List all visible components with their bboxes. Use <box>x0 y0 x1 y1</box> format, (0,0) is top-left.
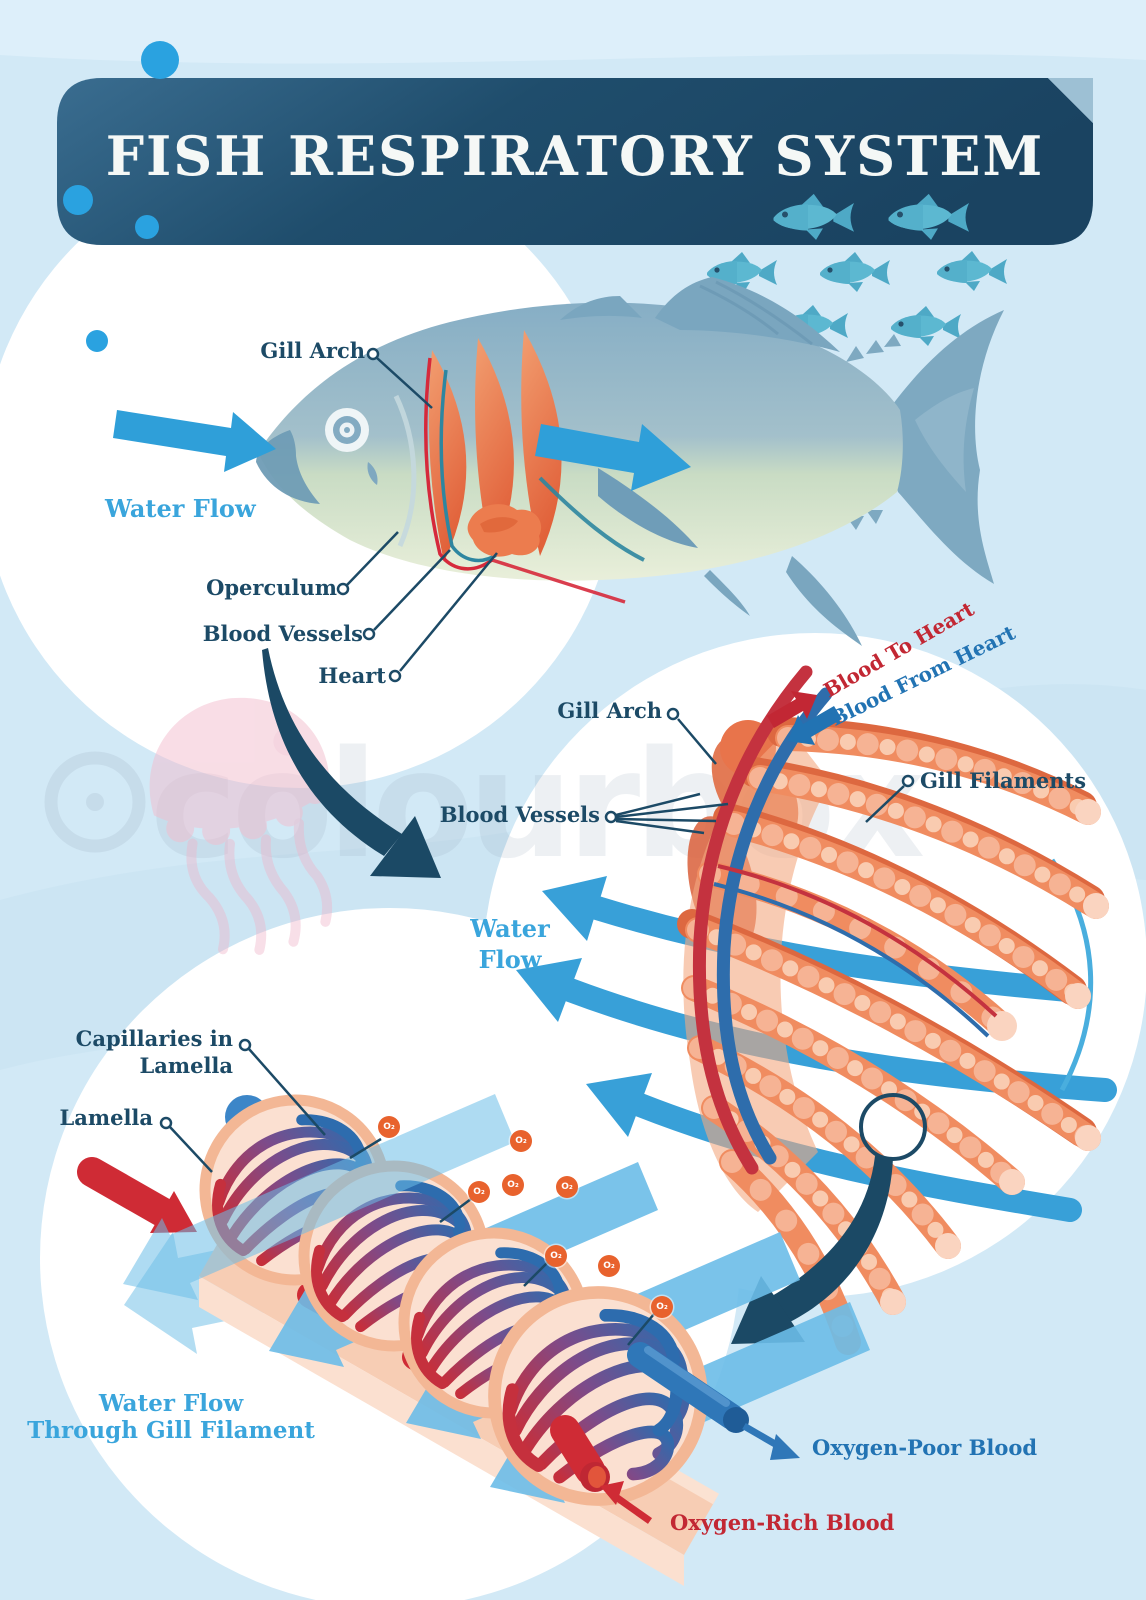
label-water-bottom-2: Through Gill Filament <box>27 1417 315 1444</box>
water-flow-out-arrow <box>535 424 691 491</box>
label-lamella: Lamella <box>59 1105 153 1130</box>
label-oxygen-rich: Oxygen-Rich Blood <box>670 1510 895 1535</box>
gill-leader-dots <box>604 707 915 824</box>
label-heart: Heart <box>318 663 386 688</box>
label-blood-vessels-mid: Blood Vessels <box>439 802 600 827</box>
fish-leader-dots <box>336 347 402 683</box>
oxygen-rich-tube-in <box>77 1157 177 1227</box>
o2-badge: O₂ <box>545 1245 567 1267</box>
lamella-leader-dots <box>159 1038 252 1130</box>
o2-badge: O₂ <box>510 1130 532 1152</box>
o2-badge: O₂ <box>378 1116 400 1138</box>
fish-leader-lines <box>346 357 498 672</box>
lamella-leader-lines <box>169 1048 655 1346</box>
fish-anal-fin <box>786 556 862 646</box>
label-gill-arch-mid: Gill Arch <box>557 698 662 723</box>
label-gill-filaments: Gill Filaments <box>920 768 1087 793</box>
blood-from-heart-arrow <box>788 706 842 745</box>
o2-badge: O₂ <box>556 1176 578 1198</box>
zoom-arrow-to-lamella <box>772 1156 893 1322</box>
operculum-edge <box>393 394 417 548</box>
zoom-arrow-to-gills-head <box>370 816 441 878</box>
label-capillaries-1: Capillaries in <box>75 1026 233 1051</box>
zoom-circle-marker <box>859 1093 927 1161</box>
label-operculum: Operculum <box>206 575 337 600</box>
oxygen-rich-tube-out <box>550 1415 605 1485</box>
lamella-water-arrow <box>123 1094 515 1300</box>
fish-pectoral-fin <box>598 468 698 548</box>
gill-arch-illustration <box>516 665 1117 1355</box>
zoom-arrow-to-lamella-head <box>731 1276 805 1344</box>
bubbles <box>63 41 179 352</box>
oxygen-poor-pointer-arrow <box>770 1434 800 1460</box>
fish-illustration <box>113 277 1004 646</box>
banner-fold-corner <box>1048 78 1093 123</box>
oxygen-rich-pointer-arrow <box>600 1481 624 1505</box>
label-capillaries-2: Lamella <box>139 1053 233 1078</box>
label-water-flow-fish: Water Flow <box>105 494 256 523</box>
title-banner <box>57 78 1093 245</box>
gill-leader-lines <box>615 718 905 835</box>
lamella-illustration <box>77 1083 870 1586</box>
fish-blood-vessel-teal <box>439 369 499 563</box>
blood-to-heart-arrow <box>767 691 817 728</box>
zoom-arrow-to-gills <box>262 648 402 856</box>
label-oxygen-poor: Oxygen-Poor Blood <box>812 1435 1038 1460</box>
fish-eye <box>325 408 369 452</box>
gill-arch-artery-red <box>692 665 813 1175</box>
label-water-mid-2: Flow <box>478 945 542 974</box>
label-blood-vessels-fish: Blood Vessels <box>202 621 363 646</box>
o2-badge: O₂ <box>502 1174 524 1196</box>
o2-badge: O₂ <box>651 1296 673 1318</box>
gill-filaments <box>677 717 1109 1355</box>
label-water-mid-1: Water <box>470 914 550 943</box>
o2-badge: O₂ <box>598 1255 620 1277</box>
label-gill-arch-fish: Gill Arch <box>260 338 365 363</box>
label-water-bottom-1: Water Flow <box>98 1390 244 1417</box>
water-flow-in-arrow <box>113 410 276 472</box>
background-wave-top <box>0 0 1146 64</box>
fish-blood-vessel-red <box>424 357 494 571</box>
gill-arch-vein-blue <box>716 687 833 1165</box>
fish-dorsal-fin <box>655 277 840 352</box>
gill-water-arrowheads <box>516 876 652 1137</box>
o2-badge: O₂ <box>468 1181 490 1203</box>
page-title: FISH RESPIRATORY SYSTEM <box>105 124 1045 188</box>
fish-heart <box>467 504 542 557</box>
oxygen-poor-tube-out <box>627 1342 745 1430</box>
